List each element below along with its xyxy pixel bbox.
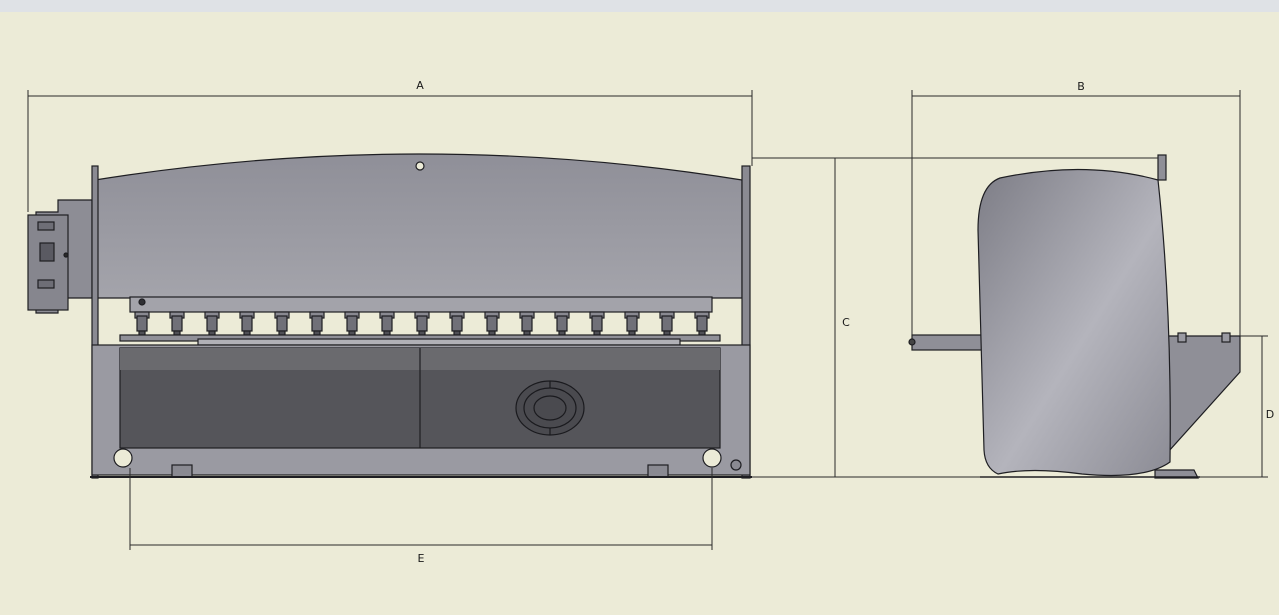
support-clip-1	[1177, 332, 1187, 343]
hold-down-cylinder	[169, 311, 185, 336]
back-gauge-end-icon	[908, 338, 916, 346]
hold-down-cylinder	[694, 311, 710, 336]
gear-icon	[730, 459, 742, 471]
hold-down-cylinder	[134, 311, 150, 336]
hold-down-cylinder	[309, 311, 325, 336]
front-view	[27, 153, 752, 479]
hold-down-cylinder	[589, 311, 605, 336]
side-housing	[977, 168, 1171, 477]
hold-down-cylinder	[274, 311, 290, 336]
right-wheel-icon	[702, 448, 722, 468]
dimension-label-c: C	[842, 316, 850, 329]
hold-down-cylinder	[414, 311, 430, 336]
hold-down-cylinder	[519, 311, 535, 336]
dimension-label-a: A	[416, 79, 424, 92]
clamp-bolt-icon	[138, 298, 146, 306]
upper-beam	[94, 153, 743, 299]
hold-down-cylinder	[554, 311, 570, 336]
clamp-bar	[129, 296, 713, 313]
lower-blade-rail	[197, 338, 681, 346]
hold-down-cylinder	[204, 311, 220, 336]
left-foot	[171, 464, 193, 478]
right-foot	[647, 464, 669, 478]
dimension-labels: A B C D E	[416, 79, 1274, 565]
hold-down-cylinder	[484, 311, 500, 336]
hold-down-cylinder	[239, 311, 255, 336]
dimension-label-b: B	[1077, 80, 1085, 93]
left-wheel-icon	[113, 448, 133, 468]
hold-down-cylinder	[379, 311, 395, 336]
side-view	[908, 154, 1241, 479]
motor-vent-icon	[515, 380, 585, 436]
dimension-label-d: D	[1266, 408, 1274, 421]
hold-down-cylinder	[624, 311, 640, 336]
control-panel	[27, 199, 93, 314]
support-clip-2	[1221, 332, 1231, 343]
dimension-label-e: E	[418, 552, 425, 565]
side-upright	[1157, 154, 1167, 181]
hold-down-cylinder	[659, 311, 675, 336]
hold-down-cylinder	[449, 311, 465, 336]
side-foot	[1154, 469, 1199, 479]
hold-down-cylinder	[344, 311, 360, 336]
back-gauge-arm	[911, 334, 983, 351]
beam-marker	[415, 161, 425, 171]
dimension-lines	[27, 90, 1268, 550]
